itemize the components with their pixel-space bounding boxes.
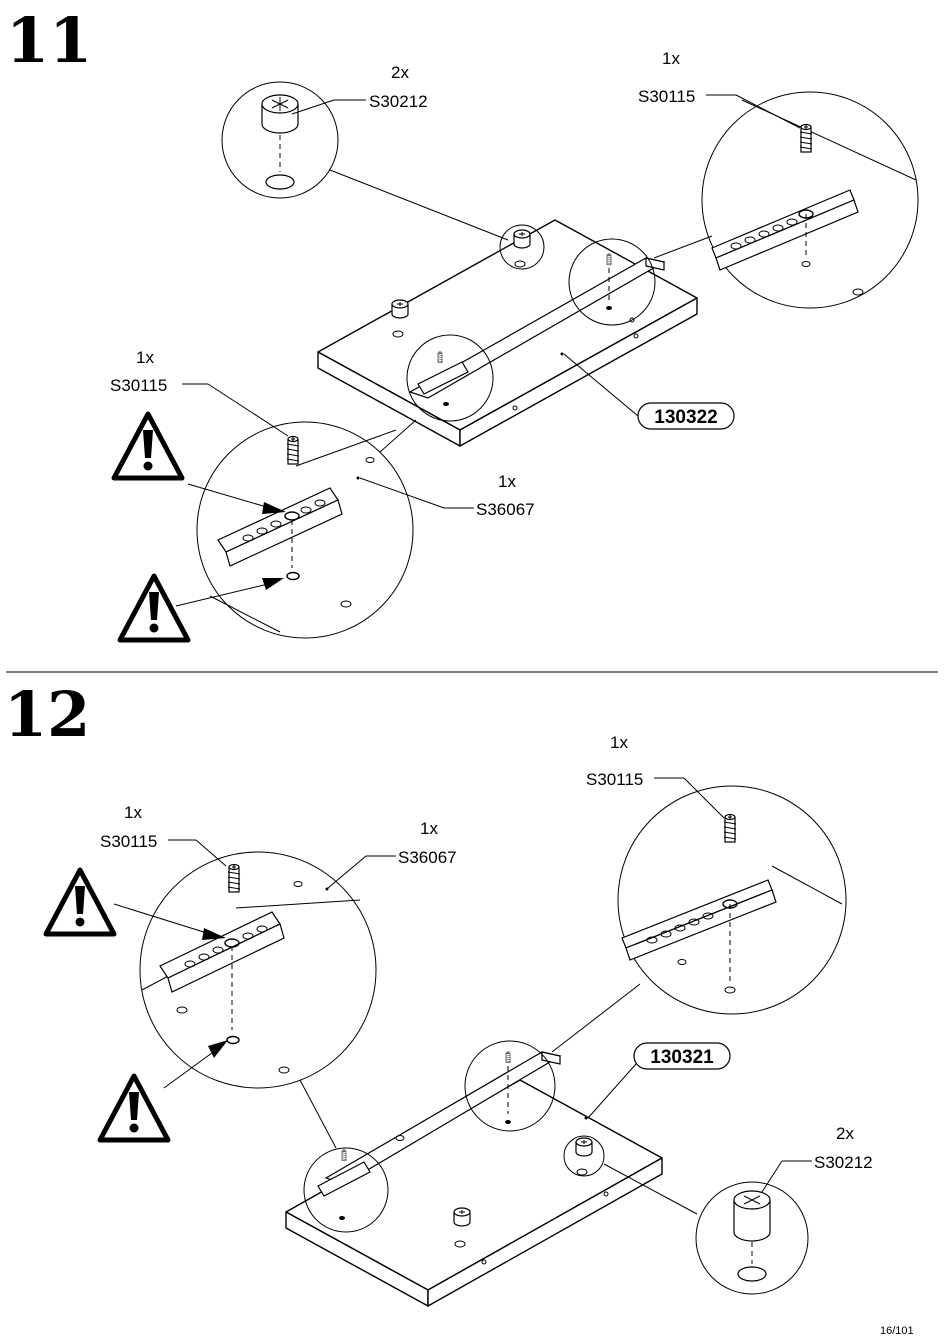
callout-code: S30115 (100, 832, 157, 851)
warning-icon (114, 414, 182, 478)
callout-s36067: 1x S36067 (325, 819, 457, 891)
callout-qty: 1x (610, 733, 628, 752)
callout-code: S36067 (476, 500, 535, 519)
detail-rail-screw-bottom (175, 419, 417, 639)
callout-code: S30212 (814, 1153, 873, 1172)
warning-icon (120, 576, 188, 640)
callout-code: S30115 (586, 770, 643, 789)
board-id: 130322 (654, 407, 717, 428)
callout-code: S30115 (638, 87, 695, 106)
callout-qty: 1x (662, 49, 680, 68)
callout-qty: 2x (836, 1124, 854, 1143)
callout-s30115: 1x S30115 (638, 49, 801, 129)
detail-cam-fitting (221, 81, 509, 241)
callout-qty: 2x (391, 63, 409, 82)
mini-screw (606, 253, 612, 310)
callout-code: S30115 (110, 376, 167, 395)
step-number: 12 (4, 678, 90, 751)
warning-icon (100, 1076, 168, 1140)
callout-s30212: 2x S30212 (761, 1124, 873, 1193)
callout-s30115: 1x S30115 (100, 803, 227, 867)
board-130321 (285, 1051, 663, 1307)
callout-qty: 1x (136, 348, 154, 367)
callout-qty: 1x (124, 803, 142, 822)
detail-rail-screw-right (551, 785, 847, 1053)
detail-cam-fitting (603, 1163, 809, 1295)
rail-holes (730, 209, 814, 250)
callout-s30212: 2x S30212 (291, 63, 428, 115)
detail-rail-screw-top (653, 91, 919, 309)
step-12: 12 (4, 678, 873, 1307)
callout-qty: 1x (498, 472, 516, 491)
callout-s30115: 1x S30115 (586, 733, 725, 819)
rail-holes (184, 925, 268, 968)
callout-code: S30212 (369, 92, 428, 111)
rail-holes (646, 899, 738, 944)
board-id-label: 130321 (587, 1042, 731, 1119)
board-id-label: 130322 (563, 353, 735, 430)
step-11: 11 (6, 4, 919, 640)
page-number: 16/101 (880, 1325, 914, 1337)
mini-rail (417, 351, 469, 406)
step-number: 11 (6, 4, 92, 77)
callout-code: S36067 (398, 848, 457, 867)
detail-rail-screw-left (113, 851, 377, 1149)
mini-rail (317, 1149, 371, 1220)
board-id: 130321 (650, 1047, 714, 1068)
callout-s30115: 1x S30115 (110, 348, 289, 437)
mini-screw (505, 1051, 511, 1124)
callout-s36067: 1x S36067 (356, 472, 535, 519)
callout-qty: 1x (420, 819, 438, 838)
board-130322 (317, 219, 698, 447)
rail-holes (242, 499, 326, 542)
warning-icon (46, 870, 114, 934)
